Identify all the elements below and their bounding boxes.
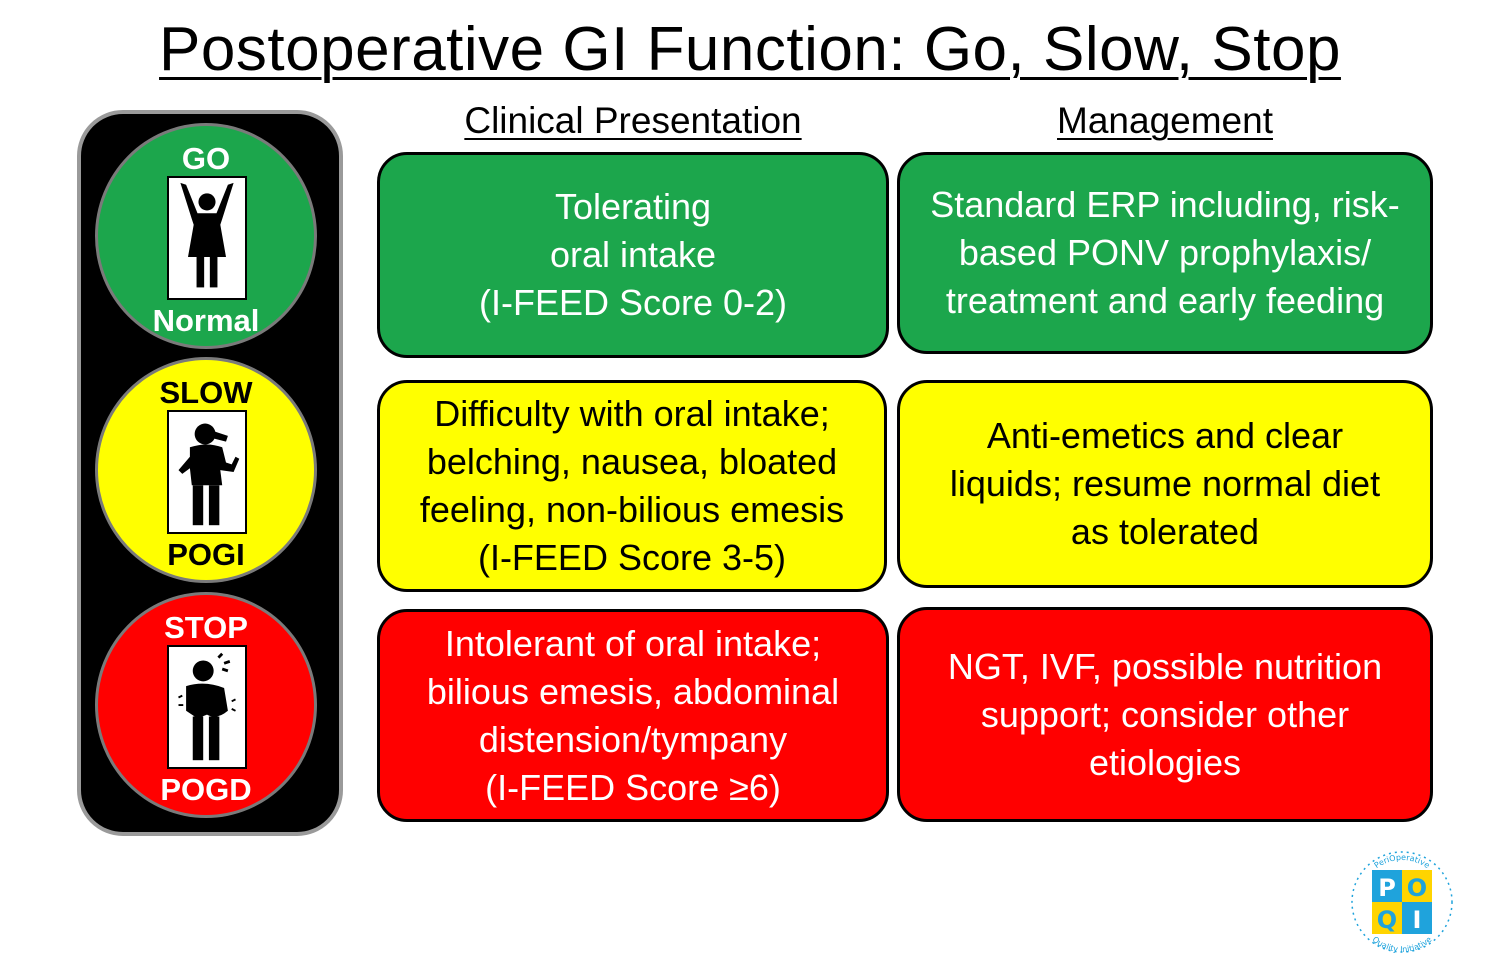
go-clinical-text: Tolerating oral intake (I-FEED Score 0-2… <box>478 186 788 323</box>
slow-label: SLOW <box>159 375 253 410</box>
page-title: Postoperative GI Function: Go, Slow, Sto… <box>159 15 1341 84</box>
logo-letter-i: I <box>1413 906 1422 934</box>
go-label: GO <box>181 141 231 176</box>
stop-management: NGT, IVF, possible nutrition support; co… <box>897 607 1433 822</box>
person-doubled-over-icon <box>167 645 247 769</box>
stop-label: STOP <box>164 610 248 645</box>
normal-label: Normal <box>152 303 260 338</box>
logo-letter-o: O <box>1407 874 1427 902</box>
poqi-logo: PeriOperative Quality Initiative P O Q I <box>1346 846 1458 958</box>
management-heading: Management <box>1057 100 1273 141</box>
logo-ring-top: PeriOperative <box>1373 853 1432 870</box>
svg-text:Quality Initiative: Quality Initiative <box>1371 935 1434 954</box>
go-clinical-presentation: Tolerating oral intake (I-FEED Score 0-2… <box>377 152 889 358</box>
clinical-presentation-heading: Clinical Presentation <box>464 100 802 141</box>
go-light: GO Normal <box>95 123 317 349</box>
stop-light: STOP POGD <box>95 592 317 818</box>
pogd-label: POGD <box>160 772 252 807</box>
slow-clinical-presentation: Difficulty with oral intake; belching, n… <box>377 380 887 592</box>
pogi-label: POGI <box>167 537 245 572</box>
person-nauseous-icon <box>167 410 247 534</box>
stop-clinical-presentation: Intolerant of oral intake; bilious emesi… <box>377 609 889 822</box>
go-management-text: Standard ERP including, risk- based PONV… <box>930 184 1400 321</box>
svg-text:PeriOperative: PeriOperative <box>1373 853 1432 870</box>
slow-management: Anti-emetics and clear liquids; resume n… <box>897 380 1433 588</box>
logo-ring-bottom: Quality Initiative <box>1371 935 1434 954</box>
stop-clinical-text: Intolerant of oral intake; bilious emesi… <box>426 622 840 808</box>
slow-light: SLOW POGI <box>95 357 317 583</box>
logo-letter-p: P <box>1378 874 1396 902</box>
person-arms-raised-icon <box>167 176 247 300</box>
go-management: Standard ERP including, risk- based PONV… <box>897 152 1433 354</box>
slow-management-text: Anti-emetics and clear liquids; resume n… <box>949 415 1381 552</box>
logo-letter-q: Q <box>1377 906 1397 934</box>
slow-clinical-text: Difficulty with oral intake; belching, n… <box>419 393 845 578</box>
stop-management-text: NGT, IVF, possible nutrition support; co… <box>947 645 1383 783</box>
